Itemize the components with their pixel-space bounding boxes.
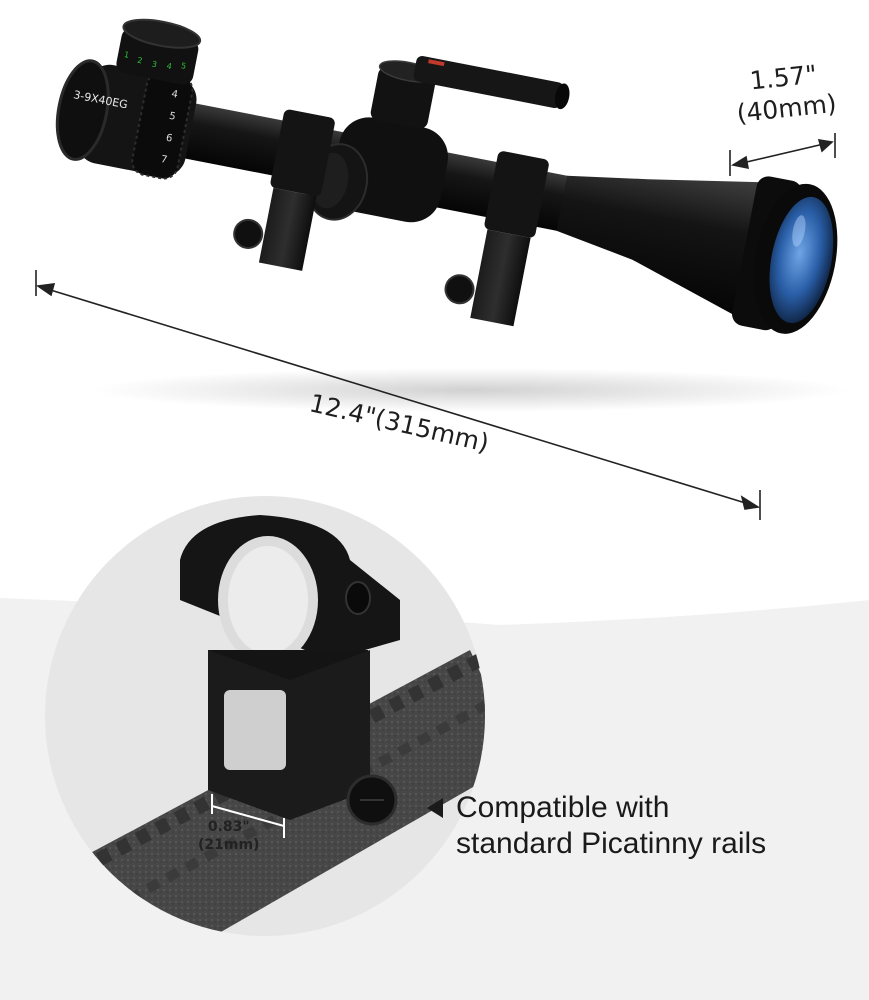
laser-sight bbox=[413, 55, 570, 110]
picatinny-rail bbox=[45, 650, 485, 936]
mount-window bbox=[224, 690, 286, 770]
rail-width-label: 0.83" (21mm) bbox=[198, 818, 259, 854]
caption-line-2: standard Picatinny rails bbox=[456, 827, 767, 860]
magnification-mark-5: 5 bbox=[168, 111, 176, 123]
illumination-mark-4: 4 bbox=[166, 61, 173, 71]
illumination-mark-3: 3 bbox=[151, 60, 158, 70]
illumination-knob: 1 2 3 4 5 bbox=[116, 18, 202, 85]
lens-highlight bbox=[792, 215, 806, 247]
rail-width-dimension bbox=[211, 794, 285, 838]
ocular-lens bbox=[55, 59, 110, 161]
illumination-mark-2: 2 bbox=[136, 56, 143, 66]
objective-lens bbox=[769, 196, 834, 324]
diameter-label: 1.57" (40mm) bbox=[732, 57, 838, 129]
length-dimension bbox=[35, 270, 761, 520]
rear-ring-thumbscrew bbox=[233, 218, 264, 249]
rifle-scope: 3-9X40EG 4 5 6 7 1 2 3 4 5 bbox=[55, 18, 838, 334]
magnification-mark-7: 7 bbox=[160, 154, 168, 166]
rear-scope-ring bbox=[233, 109, 335, 271]
scope-mount bbox=[180, 515, 400, 826]
magnification-mark-4: 4 bbox=[170, 89, 178, 101]
mount-top-screw bbox=[345, 581, 371, 615]
compatibility-caption: Compatible with standard Picatinny rails bbox=[427, 790, 767, 862]
scope-shadow bbox=[90, 368, 850, 412]
caption-line-1: Compatible with bbox=[456, 791, 670, 824]
illumination-mark-5: 5 bbox=[180, 61, 187, 71]
front-scope-ring bbox=[444, 151, 549, 327]
objective-bell bbox=[556, 175, 770, 320]
illumination-mark-1: 1 bbox=[123, 50, 130, 60]
magnification-mark-6: 6 bbox=[165, 133, 173, 145]
front-ring-thumbscrew bbox=[444, 274, 475, 305]
rail-width-mm: (21mm) bbox=[198, 837, 260, 853]
mount-detail-inset bbox=[45, 496, 485, 936]
rail-width-inches: 0.83" bbox=[207, 819, 250, 835]
diameter-dimension bbox=[729, 133, 836, 176]
caption-pointer-icon bbox=[427, 798, 443, 818]
